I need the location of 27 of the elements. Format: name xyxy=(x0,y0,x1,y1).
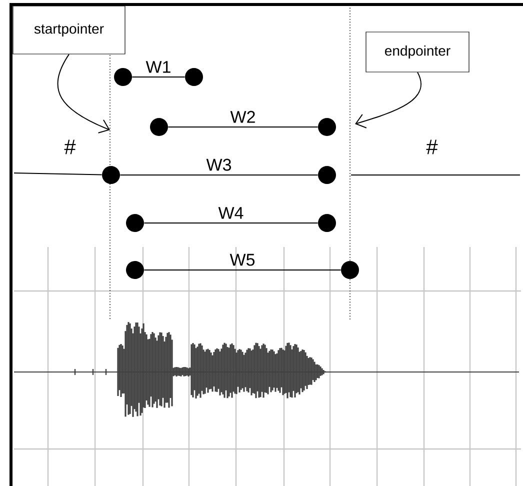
pointer-box: startpointer xyxy=(12,6,126,54)
word-line xyxy=(168,126,318,128)
word-label: W5 xyxy=(230,254,255,266)
silence-mark: # xyxy=(64,140,76,154)
word-line xyxy=(132,76,186,78)
word-label: W3 xyxy=(206,158,231,171)
endpoint-dot xyxy=(318,214,336,232)
endpoint-dot xyxy=(126,261,144,279)
endpoint-dot xyxy=(114,68,132,86)
silence-line xyxy=(14,172,102,176)
endpoint-dot xyxy=(318,118,336,136)
pointer-box: endpointer xyxy=(366,32,470,72)
endpoint-dot xyxy=(150,118,168,136)
endpoint-dot xyxy=(126,214,144,232)
endpoint-dot xyxy=(318,166,336,184)
endpoint-dot xyxy=(185,68,203,86)
silence-mark: # xyxy=(426,140,438,154)
word-label: W2 xyxy=(230,110,255,123)
pointer-arrow xyxy=(57,54,110,134)
word-label: W4 xyxy=(218,207,244,219)
word-line xyxy=(120,174,318,176)
word-line xyxy=(144,222,318,224)
word-label: W1 xyxy=(146,61,170,73)
endpoint-dot xyxy=(341,261,359,279)
endpoint-dot xyxy=(102,166,120,184)
pointer-arrow xyxy=(355,72,422,128)
word-line xyxy=(144,269,342,270)
